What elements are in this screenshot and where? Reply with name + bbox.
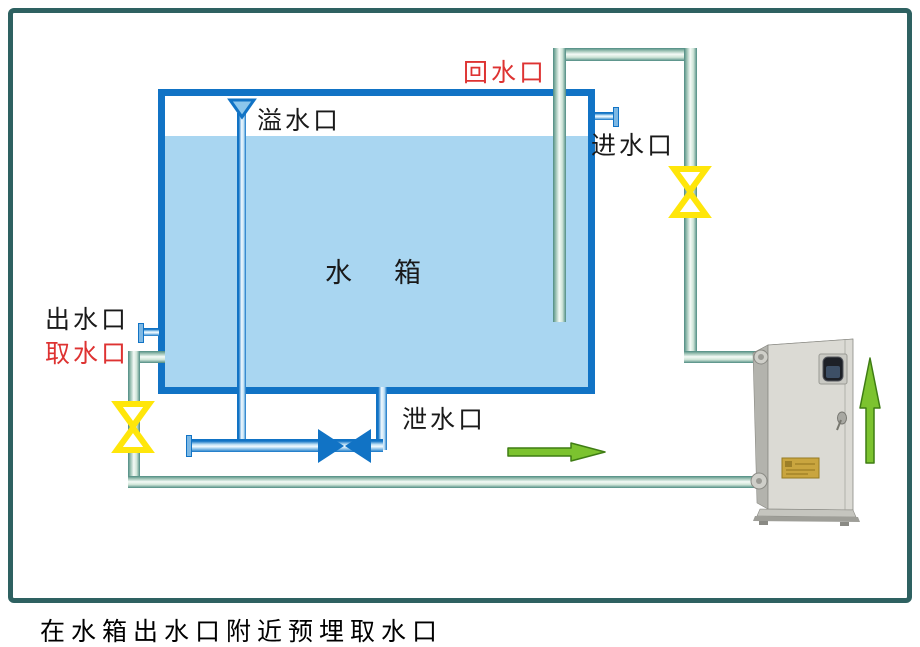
yellow-valve-icon-return-pipe bbox=[668, 166, 712, 218]
label-intake-port: 取水口 bbox=[45, 340, 130, 368]
outlet-nozzle-flange bbox=[138, 323, 144, 343]
water-fill bbox=[165, 136, 588, 387]
heat-pump-unit bbox=[750, 338, 860, 526]
return-pipe-to-unit bbox=[684, 351, 762, 363]
door-handle bbox=[836, 411, 847, 431]
label-overflow-port: 溢水口 bbox=[257, 107, 342, 135]
yellow-valve-icon-intake-pipe bbox=[111, 401, 155, 453]
tank-name-char-1: 水 bbox=[325, 258, 352, 288]
drain-riser-pipe bbox=[376, 387, 387, 450]
pipe-flange-top bbox=[753, 349, 769, 365]
water-tank bbox=[158, 89, 595, 394]
cabinet-base bbox=[753, 508, 860, 526]
label-outlet-port: 出水口 bbox=[45, 306, 130, 334]
outlet-nozzle bbox=[143, 328, 159, 336]
display-panel bbox=[818, 353, 848, 385]
nameplate bbox=[781, 457, 820, 479]
tank-name-label: 水 箱 bbox=[325, 251, 421, 290]
label-return-port: 回水口 bbox=[463, 59, 548, 87]
label-drain-port: 泄水口 bbox=[402, 406, 487, 434]
overflow-pipe bbox=[237, 113, 246, 446]
drain-pipe-end-cap bbox=[186, 435, 192, 457]
inlet-nozzle-flange bbox=[613, 107, 619, 127]
blue-valve-icon-drain-pipe bbox=[318, 429, 371, 463]
pipe-flange-bottom bbox=[750, 472, 768, 490]
return-pipe-drop-into-tank bbox=[553, 48, 566, 322]
return-pipe-top bbox=[553, 48, 697, 61]
flow-arrow-right-icon bbox=[507, 442, 606, 462]
tank-name-char-2: 箱 bbox=[394, 258, 421, 288]
label-inlet-port: 进水口 bbox=[591, 132, 676, 160]
intake-pipe-bottom-run bbox=[128, 476, 756, 488]
overflow-funnel-icon bbox=[227, 98, 257, 120]
diagram-caption: 在水箱出水口附近预埋取水口 bbox=[40, 618, 444, 646]
flow-arrow-up-icon bbox=[859, 357, 881, 464]
inlet-nozzle bbox=[595, 112, 615, 120]
